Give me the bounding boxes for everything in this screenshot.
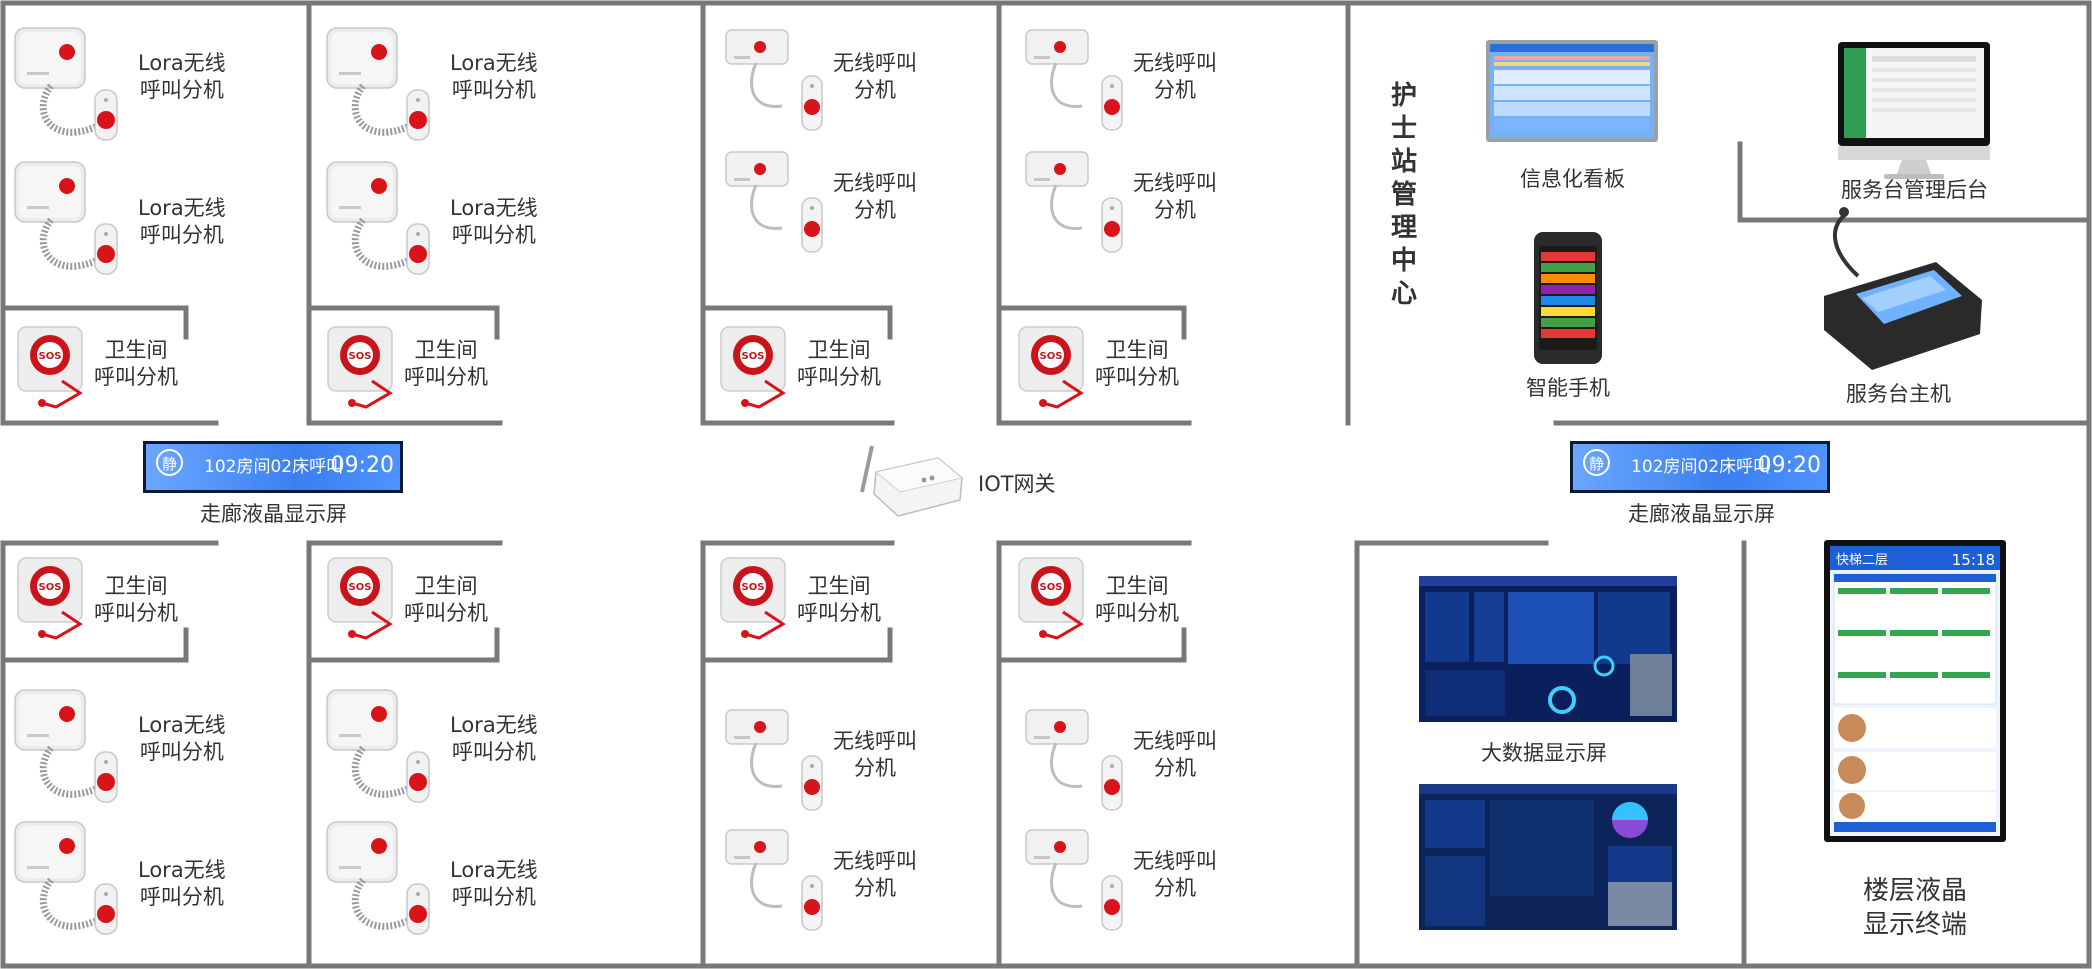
wireless-device-label: 无线呼叫分机 bbox=[1133, 51, 1217, 102]
wireless-call-device-icon bbox=[1024, 150, 1124, 254]
lora-device-label: Lora无线呼叫分机 bbox=[450, 713, 538, 764]
bathroom-device-label: 卫生间呼叫分机 bbox=[797, 338, 881, 389]
sos-device-icon bbox=[719, 325, 787, 409]
lora-device-label: Lora无线呼叫分机 bbox=[450, 196, 538, 247]
big-data-screen-label: 大数据显示屏 bbox=[1481, 741, 1607, 765]
sos-device-icon bbox=[719, 556, 787, 640]
lora-device-label: Lora无线呼叫分机 bbox=[138, 196, 226, 247]
iot-gateway-icon bbox=[860, 445, 964, 517]
wireless-device-label: 无线呼叫分机 bbox=[1133, 171, 1217, 222]
bathroom-device-label: 卫生间呼叫分机 bbox=[404, 338, 488, 389]
floor-terminal-label: 楼层液晶显示终端 bbox=[1863, 876, 1968, 940]
corridor-display-banner: 静 102房间02床呼叫 09:20 bbox=[143, 441, 403, 493]
lora-device-icon bbox=[327, 28, 429, 140]
corridor-time: 09:20 bbox=[330, 453, 394, 478]
corridor-call-message: 102房间02床呼叫 bbox=[1631, 457, 1771, 477]
wireless-device-label: 无线呼叫分机 bbox=[833, 171, 917, 222]
lora-device-label: Lora无线呼叫分机 bbox=[450, 858, 538, 909]
lora-device-icon bbox=[327, 162, 429, 274]
service-backend-label: 服务台管理后台 bbox=[1841, 178, 1988, 202]
lora-device-icon bbox=[327, 690, 429, 802]
sos-device-icon bbox=[1017, 556, 1085, 640]
silent-icon: 静 bbox=[1583, 449, 1610, 476]
silent-icon: 静 bbox=[156, 449, 183, 476]
wireless-device-label: 无线呼叫分机 bbox=[833, 51, 917, 102]
wireless-call-device-icon bbox=[724, 828, 824, 932]
bathroom-device-label: 卫生间呼叫分机 bbox=[1095, 338, 1179, 389]
service-host-icon bbox=[1824, 207, 1982, 370]
iot-gateway-label: IOT网关 bbox=[978, 472, 1056, 496]
lora-device-label: Lora无线呼叫分机 bbox=[138, 51, 226, 102]
sos-device-icon bbox=[1017, 325, 1085, 409]
wireless-device-label: 无线呼叫分机 bbox=[833, 849, 917, 900]
service-backend-icon bbox=[1838, 42, 1990, 179]
nurse-station-title: 护士站管理中心 bbox=[1390, 81, 1417, 309]
sos-device-icon bbox=[326, 325, 394, 409]
bathroom-device-label: 卫生间呼叫分机 bbox=[94, 574, 178, 625]
wireless-call-device-icon bbox=[1024, 708, 1124, 812]
bathroom-device-label: 卫生间呼叫分机 bbox=[404, 574, 488, 625]
lora-device-icon bbox=[15, 690, 117, 802]
lora-device-label: Lora无线呼叫分机 bbox=[450, 51, 538, 102]
sos-device-icon bbox=[16, 325, 84, 409]
lora-device-label: Lora无线呼叫分机 bbox=[138, 713, 226, 764]
lora-device-icon bbox=[327, 822, 429, 934]
corridor-display-label: 走廊液晶显示屏 bbox=[1628, 502, 1775, 526]
corridor-call-message: 102房间02床呼叫 bbox=[204, 457, 344, 477]
wireless-call-device-icon bbox=[724, 708, 824, 812]
floor-terminal-icon: 快梯二层 15:18 bbox=[1824, 540, 2006, 842]
service-host-label: 服务台主机 bbox=[1846, 382, 1951, 406]
sos-device-icon bbox=[16, 556, 84, 640]
info-board-icon bbox=[1486, 40, 1658, 142]
info-board-label: 信息化看板 bbox=[1520, 167, 1625, 191]
big-data-screen-icon bbox=[1419, 784, 1677, 930]
corridor-display-banner: 静 102房间02床呼叫 09:20 bbox=[1570, 441, 1830, 493]
sos-device-icon bbox=[326, 556, 394, 640]
smartphone-label: 智能手机 bbox=[1526, 376, 1610, 400]
big-data-screen-icon bbox=[1419, 576, 1677, 722]
lora-device-icon bbox=[15, 822, 117, 934]
smartphone-icon bbox=[1534, 232, 1602, 364]
lora-device-label: Lora无线呼叫分机 bbox=[138, 858, 226, 909]
bathroom-device-label: 卫生间呼叫分机 bbox=[1095, 574, 1179, 625]
wireless-device-label: 无线呼叫分机 bbox=[1133, 729, 1217, 780]
bathroom-device-label: 卫生间呼叫分机 bbox=[797, 574, 881, 625]
wireless-device-label: 无线呼叫分机 bbox=[833, 729, 917, 780]
corridor-time: 09:20 bbox=[1757, 453, 1821, 478]
wireless-call-device-icon bbox=[724, 28, 824, 132]
wireless-call-device-icon bbox=[1024, 828, 1124, 932]
lora-device-icon bbox=[15, 28, 117, 140]
floor-terminal-time: 15:18 bbox=[1952, 551, 1995, 569]
corridor-display-label: 走廊液晶显示屏 bbox=[200, 502, 347, 526]
wireless-call-device-icon bbox=[724, 150, 824, 254]
bathroom-device-label: 卫生间呼叫分机 bbox=[94, 338, 178, 389]
wireless-call-device-icon bbox=[1024, 28, 1124, 132]
lora-device-icon bbox=[15, 162, 117, 274]
floor-terminal-floor: 快梯二层 bbox=[1836, 553, 1888, 568]
wireless-device-label: 无线呼叫分机 bbox=[1133, 849, 1217, 900]
